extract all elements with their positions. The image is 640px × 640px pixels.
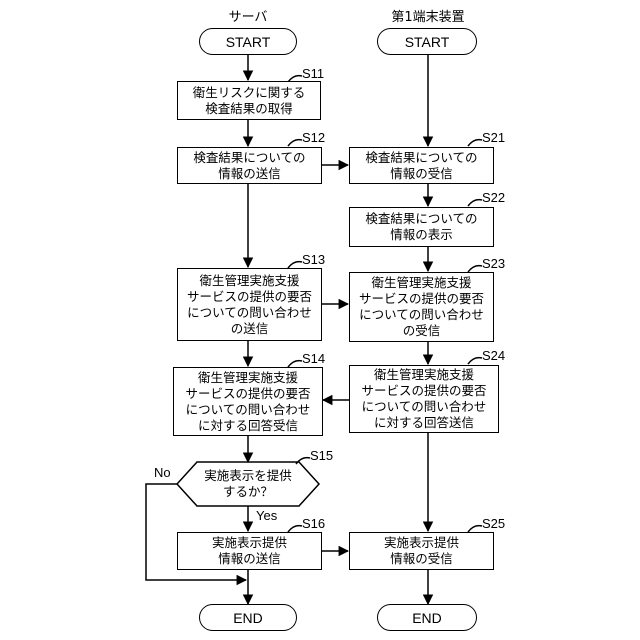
- step-s24-id: S24: [482, 348, 505, 363]
- lane-title-server: サーバ: [218, 6, 278, 25]
- step-s24-box: 衛生管理実施支援 サービスの提供の要否 についての問い合わせ に対する回答送信: [349, 365, 499, 433]
- step-s25-box: 実施表示提供 情報の受信: [349, 532, 494, 570]
- step-s24-line3: についての問い合わせ: [362, 399, 487, 415]
- step-s13-line4: の送信: [231, 321, 269, 337]
- step-s23-line3: についての問い合わせ: [359, 307, 484, 323]
- step-s14-line1: 衛生管理実施支援: [198, 370, 298, 386]
- step-s13-line1: 衛生管理実施支援: [199, 273, 299, 289]
- step-s25-id: S25: [482, 516, 505, 531]
- step-s15-line2: するか？: [223, 484, 273, 500]
- step-s16-box: 実施表示提供 情報の送信: [177, 532, 322, 570]
- step-s14-id: S14: [302, 351, 325, 366]
- step-s16-line1: 実施表示提供: [212, 535, 287, 551]
- terminal-end-terminal: END: [377, 604, 477, 631]
- step-s14-line2: サービスの提供の要否: [185, 386, 310, 402]
- step-s13-line2: サービスの提供の要否: [187, 289, 312, 305]
- step-s24-line1: 衛生管理実施支援: [374, 367, 474, 383]
- step-s15-line1: 実施表示を提供: [204, 468, 292, 484]
- step-s23-box: 衛生管理実施支援 サービスの提供の要否 についての問い合わせ の受信: [349, 272, 494, 342]
- terminal-start-terminal: START: [377, 28, 477, 55]
- step-s12-id: S12: [302, 130, 325, 145]
- step-s14-line3: についての問い合わせ: [186, 402, 311, 418]
- server-end-terminal: END: [199, 604, 297, 631]
- step-s23-id: S23: [482, 256, 505, 271]
- step-s23-line4: の受信: [403, 323, 441, 339]
- step-s12-box: 検査結果についての 情報の送信: [177, 147, 322, 184]
- step-s12-line1: 検査結果についての: [193, 150, 305, 166]
- step-s12-line2: 情報の送信: [218, 166, 281, 182]
- step-s23-line1: 衛生管理実施支援: [371, 275, 471, 291]
- step-s13-box: 衛生管理実施支援 サービスの提供の要否 についての問い合わせ の送信: [177, 268, 322, 341]
- step-s15-id: S15: [310, 448, 333, 463]
- step-s13-line3: についての問い合わせ: [187, 305, 312, 321]
- step-s24-line2: サービスの提供の要否: [361, 383, 486, 399]
- step-s21-line2: 情報の受信: [390, 166, 453, 182]
- step-s22-box: 検査結果についての 情報の表示: [349, 207, 494, 247]
- step-s21-id: S21: [482, 130, 505, 145]
- lane-title-first-terminal: 第1端末装置: [378, 6, 478, 25]
- step-s22-line2: 情報の表示: [390, 227, 453, 243]
- branch-label-yes: Yes: [256, 508, 277, 523]
- step-s22-line1: 検査結果についての: [365, 211, 477, 227]
- step-s25-line2: 情報の受信: [390, 551, 453, 567]
- step-s21-box: 検査結果についての 情報の受信: [349, 147, 494, 184]
- step-s11-box: 衛生リスクに関する 検査結果の取得: [177, 81, 321, 120]
- leader-s15: [296, 458, 310, 464]
- branch-label-no: No: [154, 465, 171, 480]
- step-s13-id: S13: [302, 252, 325, 267]
- step-s16-id: S16: [302, 516, 325, 531]
- step-s21-line1: 検査結果についての: [365, 150, 477, 166]
- leader-s21: [468, 140, 482, 146]
- step-s11-id: S11: [302, 66, 324, 81]
- step-s24-line4: に対する回答送信: [374, 415, 474, 431]
- step-s11-line1: 衛生リスクに関する: [193, 85, 306, 101]
- step-s23-line2: サービスの提供の要否: [359, 291, 484, 307]
- step-s15-decision-text: 実施表示を提供 するか？: [190, 467, 306, 501]
- step-s14-box: 衛生管理実施支援 サービスの提供の要否 についての問い合わせ に対する回答受信: [173, 367, 323, 436]
- step-s16-line2: 情報の送信: [218, 551, 281, 567]
- leader-s24: [468, 358, 482, 364]
- step-s14-line4: に対する回答受信: [198, 418, 298, 434]
- leader-s22: [468, 200, 482, 206]
- step-s25-line1: 実施表示提供: [384, 535, 459, 551]
- leader-s12: [288, 140, 302, 146]
- server-start-terminal: START: [199, 28, 297, 55]
- step-s22-id: S22: [482, 190, 505, 205]
- step-s11-line2: 検査結果の取得: [205, 101, 293, 117]
